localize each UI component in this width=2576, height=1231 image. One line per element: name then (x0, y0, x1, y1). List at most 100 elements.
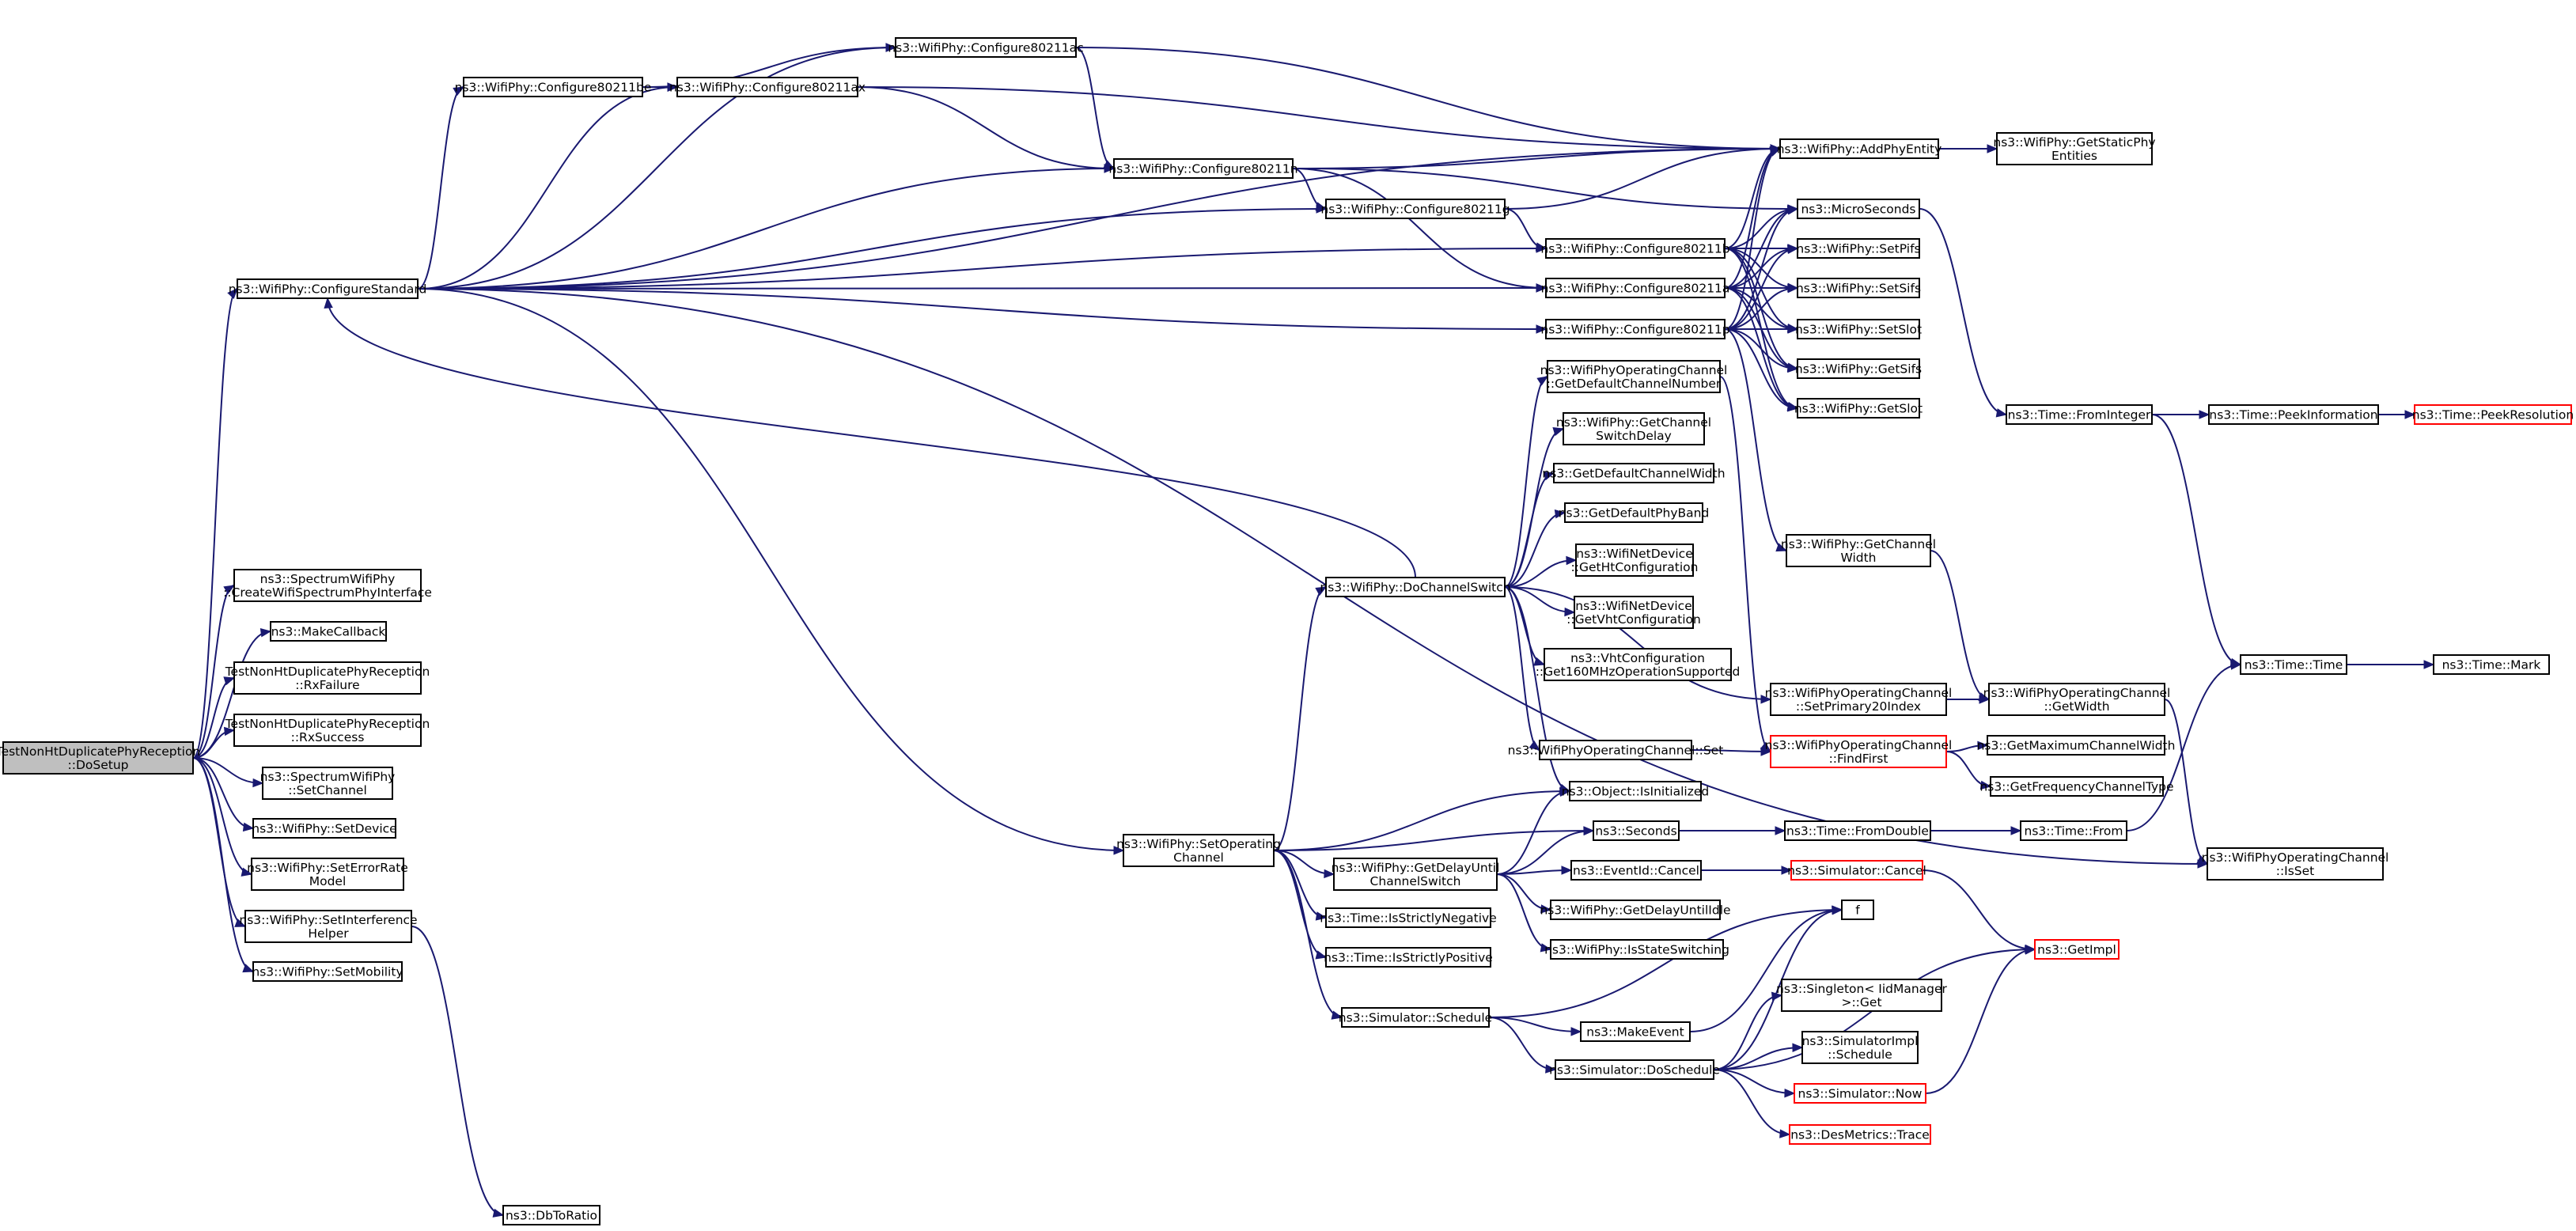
node-opSet[interactable]: ns3::WifiPhyOperatingChannel::Set (1508, 740, 1724, 760)
node-box-addPhyEntity[interactable] (1779, 138, 1939, 159)
node-simDoSchedule[interactable]: ns3::Simulator::DoSchedule (1549, 1059, 1720, 1080)
node-box-setErrorRate[interactable] (251, 858, 404, 891)
node-box-get160MHz[interactable] (1544, 648, 1732, 681)
node-setDevice[interactable]: ns3::WifiPhy::SetDevice (252, 818, 397, 839)
node-box-opGetWidth[interactable] (1988, 683, 2165, 716)
node-box-peekRes[interactable] (2414, 404, 2572, 425)
node-getDefaultPhyBand[interactable]: ns3::GetDefaultPhyBand (1559, 502, 1710, 523)
node-box-cfg80211g[interactable] (1325, 199, 1506, 219)
node-f[interactable]: f (1841, 900, 1874, 920)
node-box-simImplSchedule[interactable] (1801, 1031, 1919, 1064)
node-doChannelSwitch[interactable]: ns3::WifiPhy::DoChannelSwitch (1320, 577, 1511, 597)
node-box-desTrace[interactable] (1789, 1124, 1931, 1145)
node-box-setSlot[interactable] (1797, 319, 1920, 339)
node-box-setChannel[interactable] (262, 767, 393, 800)
node-box-rxFailure[interactable] (233, 661, 422, 695)
node-box-cfg80211p[interactable] (1545, 319, 1726, 339)
node-singletonGet[interactable]: ns3::Singleton< IidManager >::Get (1776, 979, 1948, 1012)
node-createIface[interactable]: ns3::SpectrumWifiPhy::CreateWifiSpectrum… (223, 569, 432, 602)
node-box-setInterference[interactable] (244, 910, 412, 943)
node-isStrictlyNeg[interactable]: ns3::Time::IsStrictlyNegative (1320, 907, 1497, 928)
node-box-doChannelSwitch[interactable] (1325, 577, 1506, 597)
node-setPifs[interactable]: ns3::WifiPhy::SetPifs (1796, 238, 1921, 259)
node-box-fromDouble[interactable] (1784, 820, 1931, 841)
node-box-setPifs[interactable] (1797, 238, 1920, 259)
node-box-rxSuccess[interactable] (233, 714, 422, 747)
node-setPrimary20[interactable]: ns3::WifiPhyOperatingChannel::SetPrimary… (1765, 683, 1953, 716)
node-box-timeFrom[interactable] (2020, 820, 2127, 841)
node-makeEvent[interactable]: ns3::MakeEvent (1580, 1021, 1691, 1042)
node-root[interactable]: TestNonHtDuplicatePhyReception::DoSetup (0, 741, 200, 775)
node-box-getDefaultChWidth[interactable] (1553, 463, 1714, 483)
node-getImpl[interactable]: ns3::GetImpl (2034, 939, 2120, 960)
node-getHtConfig[interactable]: ns3::WifiNetDevice::GetHtConfiguration (1571, 544, 1699, 577)
node-getDefaultChNum[interactable]: ns3::WifiPhyOperatingChannel::GetDefault… (1540, 360, 1728, 393)
node-getSifs[interactable]: ns3::WifiPhy::GetSifs (1795, 358, 1922, 379)
node-box-opIsSet[interactable] (2207, 847, 2384, 881)
node-cfg80211a[interactable]: ns3::WifiPhy::Configure80211a (1541, 278, 1730, 298)
node-box-timeTime[interactable] (2240, 654, 2347, 675)
node-getSlot[interactable]: ns3::WifiPhy::GetSlot (1794, 398, 1923, 419)
node-box-cfg80211n[interactable] (1113, 158, 1294, 179)
node-seconds[interactable]: ns3::Seconds (1593, 820, 1680, 841)
node-microSeconds[interactable]: ns3::MicroSeconds (1797, 199, 1920, 219)
node-box-simNow[interactable] (1794, 1083, 1926, 1104)
node-makeCallback[interactable]: ns3::MakeCallback (270, 621, 387, 642)
node-box-setSifs[interactable] (1797, 278, 1920, 298)
node-simSchedule[interactable]: ns3::Simulator::Schedule (1339, 1007, 1492, 1028)
node-box-getHtConfig[interactable] (1575, 544, 1694, 577)
node-getVhtConfig[interactable]: ns3::WifiNetDevice::GetVhtConfiguration (1566, 596, 1701, 629)
node-box-cfg80211b[interactable] (1545, 238, 1726, 259)
node-box-getStaticPhy[interactable] (1996, 132, 2153, 165)
node-box-opSet[interactable] (1539, 740, 1692, 760)
node-box-getMaxChWidth[interactable] (1987, 735, 2165, 756)
node-box-cfg80211ax[interactable] (676, 77, 858, 97)
node-isInitialized[interactable]: ns3::Object::IsInitialized (1562, 781, 1709, 801)
node-box-getSlot[interactable] (1797, 398, 1920, 419)
node-box-simSchedule[interactable] (1341, 1007, 1490, 1028)
node-box-cfg80211a[interactable] (1545, 278, 1726, 298)
node-box-timeMark[interactable] (2433, 654, 2550, 675)
node-box-getImpl[interactable] (2034, 939, 2120, 960)
node-box-getVhtConfig[interactable] (1574, 596, 1694, 629)
node-simCancel[interactable]: ns3::Simulator::Cancel (1787, 860, 1926, 881)
node-peekRes[interactable]: ns3::Time::PeekResolution (2412, 404, 2574, 425)
node-getDelayIdle[interactable]: ns3::WifiPhy::GetDelayUntilIdle (1540, 900, 1731, 920)
node-box-isStrictlyPos[interactable] (1325, 947, 1491, 968)
node-box-fromInteger[interactable] (2006, 404, 2153, 425)
node-fromDouble[interactable]: ns3::Time::FromDouble (1784, 820, 1931, 841)
node-box-getDefaultChNum[interactable] (1547, 360, 1721, 393)
node-fromInteger[interactable]: ns3::Time::FromInteger (2006, 404, 2153, 425)
node-box-getChannelWidth[interactable] (1786, 534, 1931, 567)
node-box-cfg80211be[interactable] (463, 77, 643, 97)
node-box-setPrimary20[interactable] (1770, 683, 1947, 716)
node-setMobility[interactable]: ns3::WifiPhy::SetMobility (252, 961, 403, 982)
node-box-simCancel[interactable] (1790, 860, 1923, 881)
node-isStateSwitching[interactable]: ns3::WifiPhy::IsStateSwitching (1544, 939, 1729, 960)
node-box-makeEvent[interactable] (1580, 1021, 1691, 1042)
node-box-setDevice[interactable] (252, 818, 396, 839)
node-setSlot[interactable]: ns3::WifiPhy::SetSlot (1795, 319, 1922, 339)
node-eventCancel[interactable]: ns3::EventId::Cancel (1570, 860, 1702, 881)
node-box-f[interactable] (1841, 900, 1874, 920)
node-configureStandard[interactable]: ns3::WifiPhy::ConfigureStandard (229, 278, 427, 299)
node-timeTime[interactable]: ns3::Time::Time (2240, 654, 2347, 675)
node-box-seconds[interactable] (1593, 820, 1680, 841)
node-box-isInitialized[interactable] (1569, 781, 1702, 801)
node-box-root[interactable] (2, 741, 194, 775)
node-box-getDelayUntil[interactable] (1333, 858, 1498, 891)
node-box-configureStandard[interactable] (237, 278, 419, 299)
node-opGetWidth[interactable]: ns3::WifiPhyOperatingChannel::GetWidth (1983, 683, 2171, 716)
node-timeMark[interactable]: ns3::Time::Mark (2433, 654, 2550, 675)
node-cfg80211b[interactable]: ns3::WifiPhy::Configure80211b (1540, 238, 1730, 259)
node-getFreqChType[interactable]: ns3::GetFrequencyChannelType (1979, 776, 2174, 797)
node-findFirst[interactable]: ns3::WifiPhyOperatingChannel::FindFirst (1765, 735, 1953, 768)
node-box-getFreqChType[interactable] (1990, 776, 2164, 797)
node-cfg80211ax[interactable]: ns3::WifiPhy::Configure80211ax (669, 77, 866, 97)
node-timeFrom[interactable]: ns3::Time::From (2020, 820, 2127, 841)
node-cfg80211ac[interactable]: ns3::WifiPhy::Configure80211ac (888, 37, 1084, 58)
